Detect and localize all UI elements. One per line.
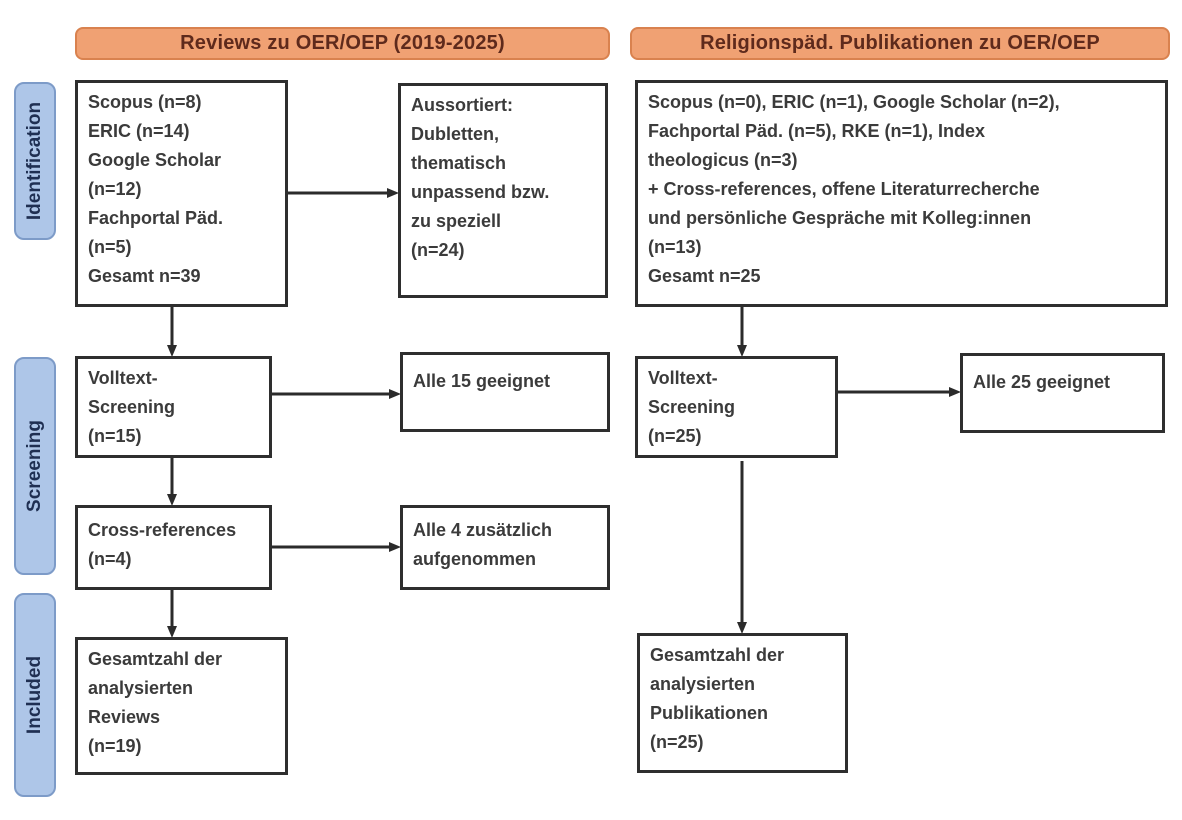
stage-screening-label: Screening xyxy=(24,420,45,512)
box-left-screening: Volltext- Screening (n=15) xyxy=(75,356,272,458)
box-left-included: Gesamtzahl der analysierten Reviews (n=1… xyxy=(75,637,288,775)
box-left-crossref-result: Alle 4 zusätzlich aufgenommen xyxy=(400,505,610,590)
stage-included: Included xyxy=(14,593,56,797)
stage-identification-label: Identification xyxy=(24,101,46,221)
box-right-screening-result: Alle 25 geeignet xyxy=(960,353,1165,433)
box-right-identification: Scopus (n=0), ERIC (n=1), Google Scholar… xyxy=(635,80,1168,307)
box-left-excluded: Aussortiert: Dubletten, thematisch unpas… xyxy=(398,83,608,298)
box-left-screening-result: Alle 15 geeignet xyxy=(400,352,610,432)
box-right-included: Gesamtzahl der analysierten Publikatione… xyxy=(637,633,848,773)
box-right-screening: Volltext- Screening (n=25) xyxy=(635,356,838,458)
header-reviews: Reviews zu OER/OEP (2019-2025) xyxy=(75,27,610,60)
header-religionspaed: Religionspäd. Publikationen zu OER/OEP xyxy=(630,27,1170,60)
stage-identification: Identification xyxy=(14,82,56,240)
stage-included-label: Included xyxy=(24,655,45,735)
box-left-crossref: Cross-references (n=4) xyxy=(75,505,272,590)
stage-screening: Screening xyxy=(14,357,56,575)
box-left-identification: Scopus (n=8) ERIC (n=14) Google Scholar … xyxy=(75,80,288,307)
